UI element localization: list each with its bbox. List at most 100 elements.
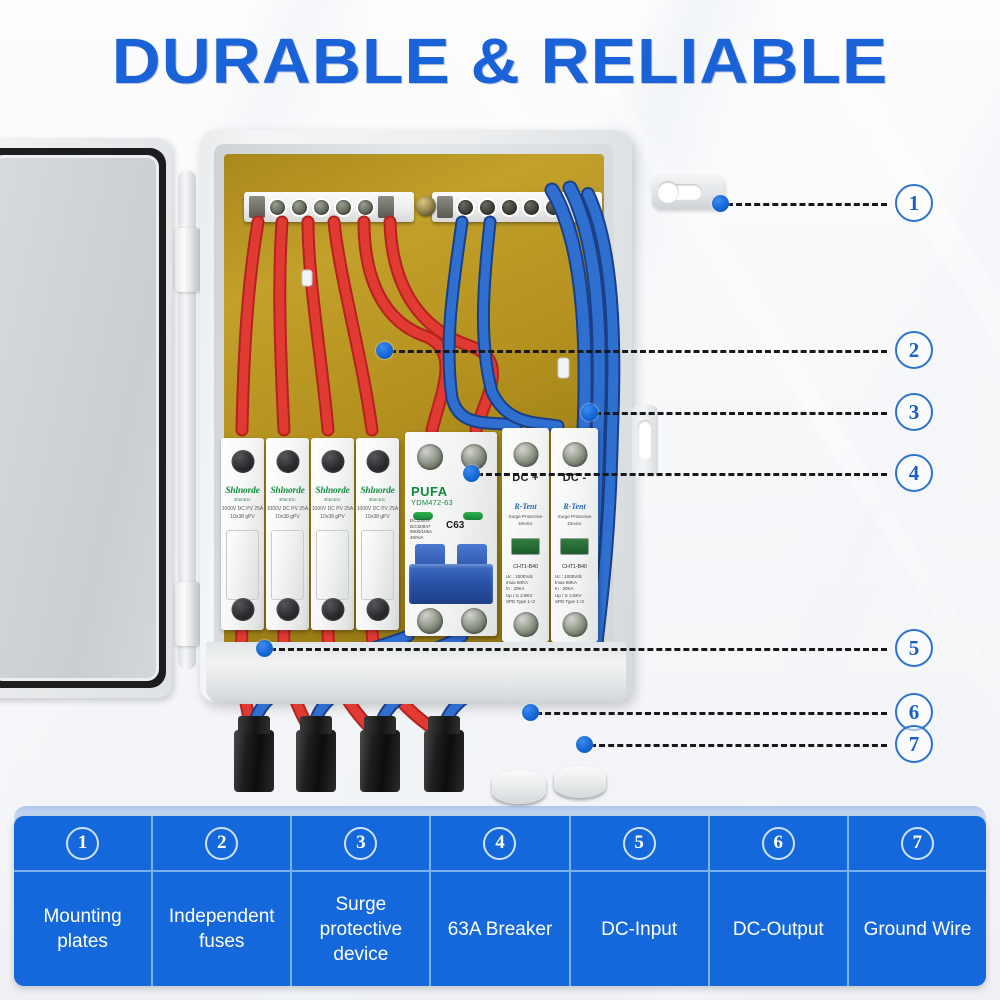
dc-input-connector-inner bbox=[296, 716, 336, 792]
fuse-cap-top bbox=[231, 450, 254, 473]
legend-number-cell: 6 bbox=[709, 816, 847, 872]
terminal-screw bbox=[500, 197, 519, 217]
terminal-screw bbox=[522, 197, 541, 217]
fuse-brand-label: Shlnorde bbox=[315, 486, 350, 496]
spd-model-label: CHT1-B40 bbox=[562, 564, 587, 570]
breaker-terminal-top bbox=[417, 444, 443, 470]
legend-column-3[interactable]: 3 Surge protective device bbox=[292, 816, 432, 986]
fuse-spec-1: 1000V DC PV 25A bbox=[311, 506, 354, 512]
fuse-spec-1: 1000V DC PV 25A bbox=[356, 506, 399, 512]
legend-column-5[interactable]: 5 DC-Input bbox=[570, 816, 710, 986]
terminal-screw bbox=[456, 197, 475, 217]
fuse-cap-bottom bbox=[276, 598, 299, 621]
breaker-spec-block: DC1000V IEC60947 6000/10kA 400VA bbox=[410, 518, 432, 540]
terminal-screw bbox=[544, 197, 563, 217]
hinge-lower bbox=[175, 582, 201, 646]
spd-brand-label: R-Tent bbox=[514, 502, 537, 511]
spd-sub-line-2: Device bbox=[518, 521, 533, 526]
legend-column-4[interactable]: 4 63A Breaker bbox=[431, 816, 571, 986]
callout-badge-7[interactable]: 7 bbox=[895, 725, 933, 763]
fuse-brand-label: Shlnorde bbox=[225, 486, 260, 496]
fuse-cap-top bbox=[366, 450, 389, 473]
connector-nut bbox=[364, 716, 396, 734]
callout-badge-3[interactable]: 3 bbox=[895, 393, 933, 431]
spd-terminal-top bbox=[513, 442, 538, 467]
terminal-screw bbox=[478, 197, 497, 217]
spd-spec-block: Uc : 1000Vdc Imax 60KA In : 20KA Up / Ic… bbox=[506, 574, 535, 605]
door-inner-panel bbox=[0, 155, 159, 681]
spd-sub-line-1: Surge Protective bbox=[508, 514, 543, 519]
legend-number-badge: 2 bbox=[205, 826, 239, 860]
enclosure-bottom-lip bbox=[206, 642, 626, 704]
breaker-indicator-led bbox=[413, 512, 433, 520]
legend-column-2[interactable]: 2 Independent fuses bbox=[153, 816, 293, 986]
connector-nut bbox=[238, 716, 270, 734]
spd-spec-line: Imax 60KA bbox=[555, 580, 578, 586]
callout-line-6 bbox=[536, 712, 887, 715]
legend-label: DC-Input bbox=[601, 918, 678, 940]
spd-spec-block: Uc : 1000Vdc Imax 60KA In : 20KA Up / Ic… bbox=[555, 574, 584, 605]
spd-sub-line-1: Surge Protective bbox=[557, 514, 592, 519]
dc-output-gland-inner bbox=[492, 770, 546, 804]
callout-anchor-1 bbox=[712, 195, 729, 212]
connector-nut bbox=[300, 716, 332, 734]
legend-label: 63A Breaker bbox=[447, 918, 553, 940]
legend-column-7[interactable]: 7 Ground Wire bbox=[848, 816, 986, 986]
legend-number-badge: 3 bbox=[344, 826, 378, 860]
callout-line-2 bbox=[390, 350, 887, 353]
fuse-brand-label: Shlnorde bbox=[270, 486, 305, 496]
fuse-holder: Shlnorde Electric 1000V DC PV 25A 10x38 … bbox=[221, 438, 264, 630]
legend-label: Surge protective device bbox=[319, 893, 403, 965]
fuse-spec-2: 10x38 gPV bbox=[230, 514, 255, 520]
legend-number-cell: 4 bbox=[431, 816, 569, 872]
spd-cartridge-window bbox=[511, 538, 540, 555]
callout-badge-4[interactable]: 4 bbox=[895, 454, 933, 492]
spd-terminal-bottom bbox=[562, 612, 587, 637]
hinge-rod bbox=[178, 170, 196, 670]
spd-spec-line: Uc : 1000Vdc bbox=[555, 574, 583, 579]
fuse-brand-sub: Electric bbox=[234, 497, 251, 502]
fuse-holder: Shlnorde Electric 1000V DC PV 25A 10x38 … bbox=[356, 438, 399, 630]
callout-badge-1[interactable]: 1 bbox=[895, 184, 933, 222]
callout-badge-2[interactable]: 2 bbox=[895, 331, 933, 369]
legend-label: DC-Output bbox=[732, 918, 824, 940]
legend-number-badge: 4 bbox=[483, 826, 517, 860]
breaker-spec-line: 400VA bbox=[410, 534, 424, 540]
callout-anchor-3 bbox=[581, 404, 598, 421]
breaker-rating-label: C63 bbox=[446, 520, 465, 531]
backplate-screw bbox=[416, 196, 436, 216]
callout-line-7 bbox=[590, 744, 887, 747]
spd-sub-line-2: Device bbox=[567, 521, 582, 526]
breaker-toggle-lever[interactable] bbox=[409, 564, 493, 604]
mounting-plate-keyhole bbox=[657, 181, 702, 203]
callout-line-4 bbox=[477, 473, 887, 476]
legend-number-cell: 3 bbox=[292, 816, 430, 872]
legend-number-badge: 5 bbox=[622, 826, 656, 860]
terminal-end-cap bbox=[437, 196, 453, 218]
connector-nut bbox=[428, 716, 460, 734]
legend-label: Ground Wire bbox=[863, 918, 972, 940]
dc-circuit-breaker: PUFA YDM472-63 DC1000V IEC60947 6000/10k… bbox=[405, 432, 497, 636]
fuse-cap-bottom bbox=[321, 598, 344, 621]
fuse-window bbox=[316, 530, 349, 600]
callout-anchor-2 bbox=[376, 342, 393, 359]
legend-number-cell: 5 bbox=[570, 816, 708, 872]
ground-gland-inner bbox=[554, 766, 606, 798]
callout-badge-5[interactable]: 5 bbox=[895, 629, 933, 667]
fuse-cap-top bbox=[321, 450, 344, 473]
fuse-cap-bottom bbox=[231, 598, 254, 621]
spd-cartridge-window bbox=[560, 538, 589, 555]
spd-terminal-bottom bbox=[513, 612, 538, 637]
legend-column-1[interactable]: 1 Mounting plates bbox=[14, 816, 154, 986]
spd-spec-line: SPD Type 1+2 bbox=[506, 598, 536, 604]
legend-number-badge: 7 bbox=[900, 826, 934, 860]
fuse-spec-2: 10x38 gPV bbox=[365, 514, 390, 520]
fuse-spec-2: 10x38 gPV bbox=[275, 514, 300, 520]
fuse-brand-label: Shlnorde bbox=[360, 486, 395, 496]
breaker-indicator-led bbox=[463, 512, 483, 520]
legend-number-cell: 7 bbox=[848, 816, 986, 872]
legend-column-6[interactable]: 6 DC-Output bbox=[709, 816, 849, 986]
spd-spec-line: Up / Ic 2.8KV bbox=[555, 592, 582, 598]
mounting-plate-side-keyhole bbox=[638, 420, 652, 460]
